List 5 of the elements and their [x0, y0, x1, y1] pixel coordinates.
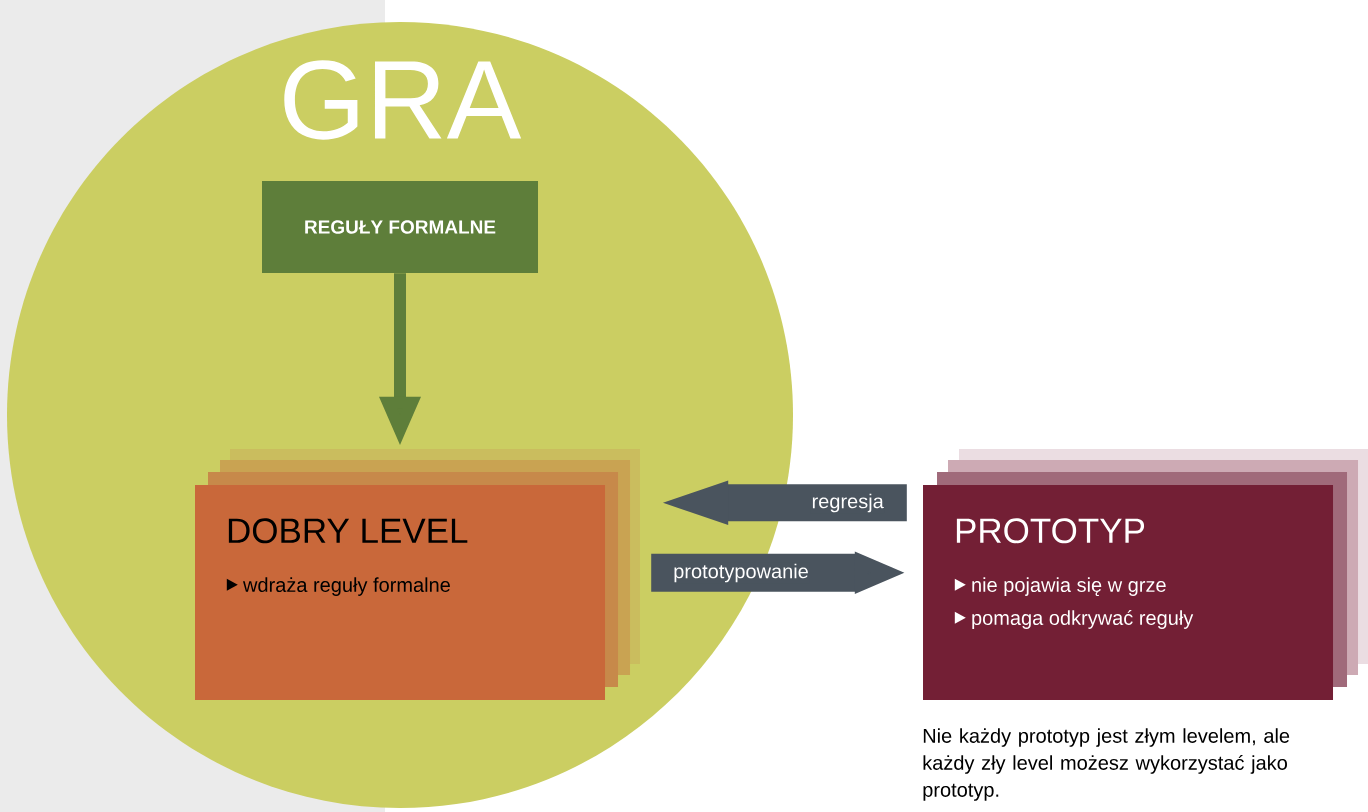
bullet-text: wdraża reguły formalne	[242, 577, 450, 596]
rules-box: REGUŁY FORMALNE	[262, 181, 538, 273]
bullet-text: pomaga odkrywać reguły	[972, 610, 1194, 629]
note-text: Nie każdy prototyp jest złym levelem, ale każdy zły level możesz wykorzystać jako prototyp.	[923, 728, 1290, 801]
bullet-text: nie pojawia się w grze	[972, 577, 1166, 596]
